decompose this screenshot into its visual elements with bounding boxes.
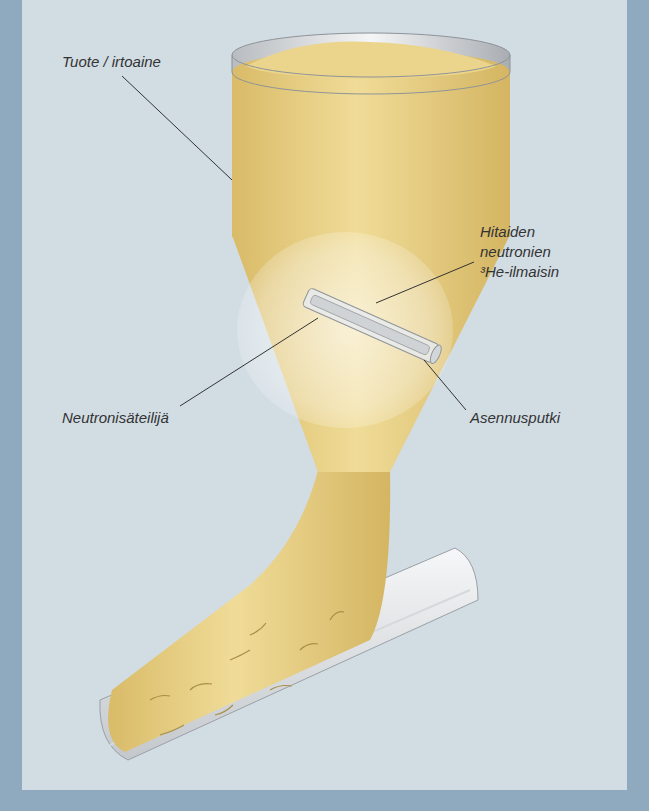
source-label: Neutronisäteilijä (62, 408, 222, 428)
detector-label: Hitaiden neutronien ³He-ilmaisin (480, 222, 580, 282)
product-label: Tuote / irtoaine (62, 52, 222, 72)
tube-label: Asennusputki (470, 408, 610, 428)
